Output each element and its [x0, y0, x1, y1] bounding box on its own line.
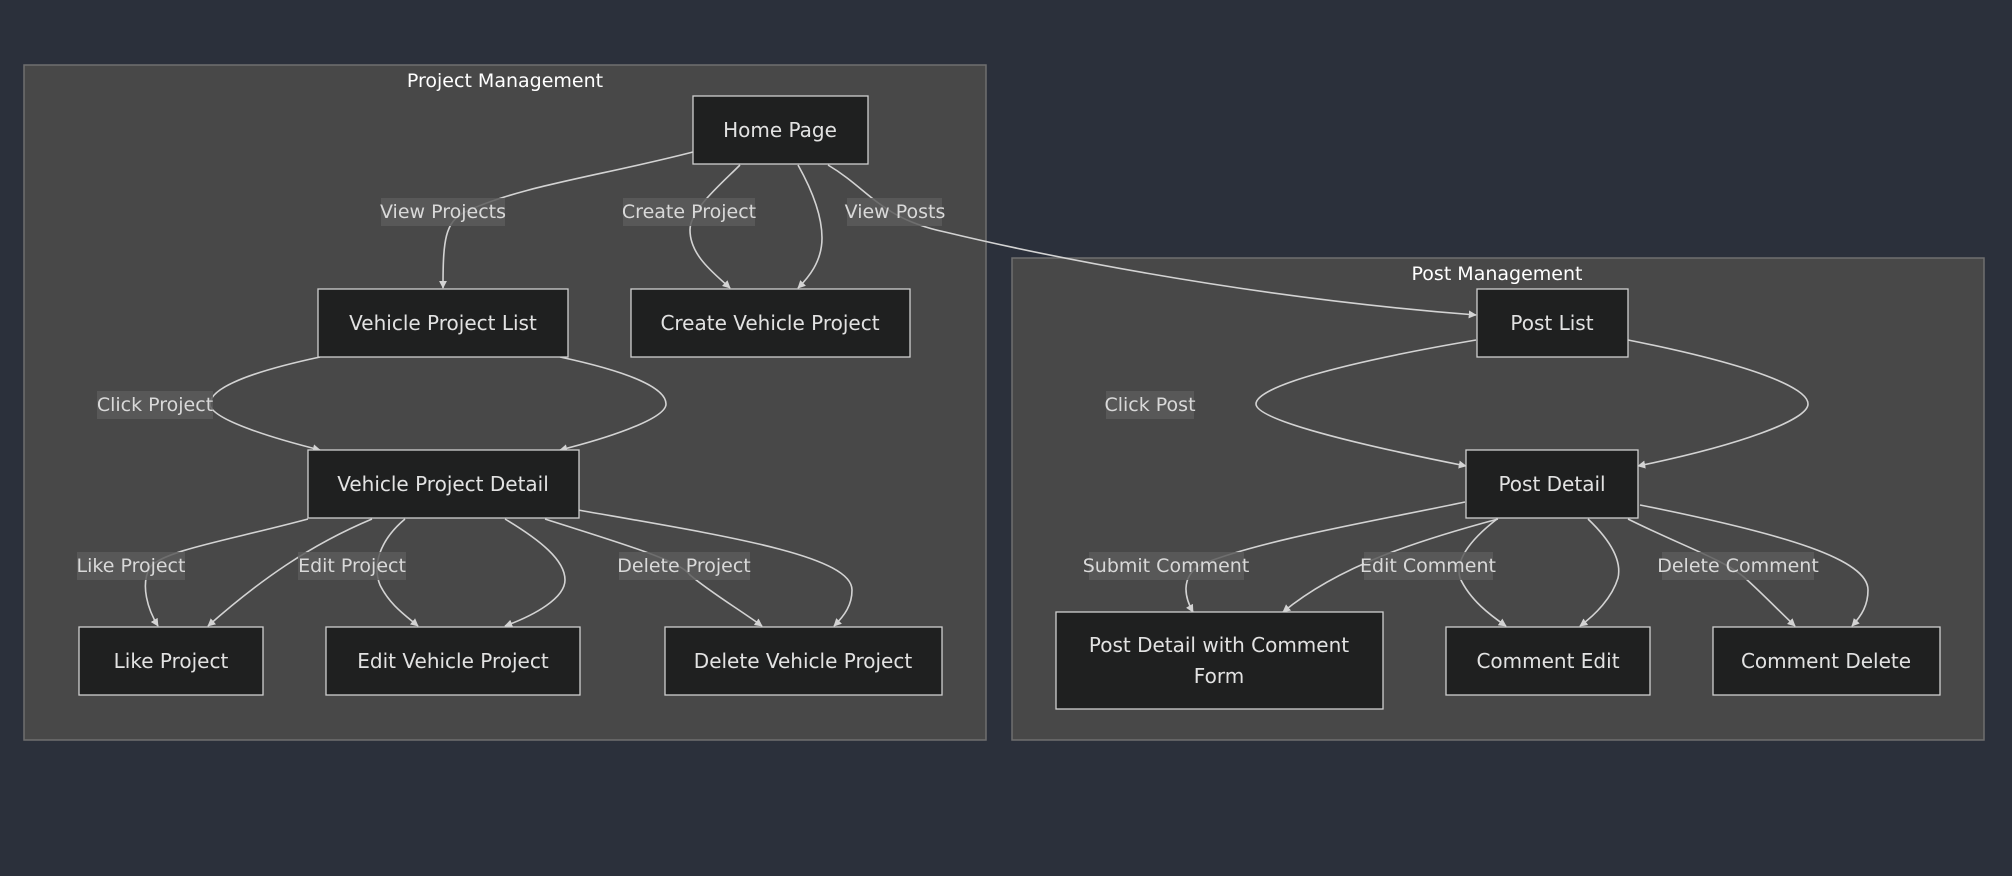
node-label-edit-vehicle-project: Edit Vehicle Project — [357, 649, 549, 673]
edge-label-create-project: Create Project — [622, 201, 756, 223]
edge-label-click-post: Click Post — [1104, 394, 1195, 416]
edge-click-post-left — [1255, 339, 1477, 469]
edge-edit-project — [376, 518, 419, 627]
node-label-delete-vehicle-project: Delete Vehicle Project — [694, 649, 913, 673]
edge-click-project-right — [559, 356, 667, 453]
node-like-project[interactable]: Like Project — [78, 626, 264, 696]
edge-label-view-posts: View Posts — [845, 201, 946, 223]
node-label-like-project: Like Project — [114, 649, 229, 673]
edge-label-delete-comment: Delete Comment — [1657, 555, 1819, 577]
node-comment-delete[interactable]: Comment Delete — [1712, 626, 1941, 696]
node-label-comment-delete: Comment Delete — [1741, 649, 1911, 673]
edge-detail-to-delete — [577, 509, 853, 627]
node-label-comment-edit: Comment Edit — [1476, 649, 1619, 673]
cluster-title-project: Project Management — [407, 70, 603, 92]
edge-detail-to-edit-comment — [1579, 518, 1620, 627]
node-comment-edit[interactable]: Comment Edit — [1445, 626, 1651, 696]
edge-detail-to-delete-comment — [1639, 504, 1869, 627]
edge-home-to-create — [797, 164, 823, 289]
node-label-home-page: Home Page — [723, 118, 837, 142]
edge-label-like-project: Like Project — [77, 555, 186, 577]
node-label-vehicle-project-detail: Vehicle Project Detail — [337, 472, 549, 496]
edge-label-delete-project: Delete Project — [617, 555, 750, 577]
edge-labels: View Projects Create Project View Posts … — [77, 198, 1819, 580]
edge-detail-to-like — [207, 518, 373, 627]
node-label-vehicle-project-list: Vehicle Project List — [349, 311, 537, 335]
node-label-post-detail-with-comment-line2: Form — [1194, 664, 1244, 688]
edge-create-project — [689, 164, 741, 289]
node-label-post-detail: Post Detail — [1498, 472, 1605, 496]
edge-click-post-right — [1627, 339, 1809, 469]
cluster-title-post: Post Management — [1412, 263, 1583, 285]
edge-label-edit-comment: Edit Comment — [1360, 555, 1496, 577]
node-create-vehicle-project[interactable]: Create Vehicle Project — [630, 288, 911, 358]
node-label-post-detail-with-comment-line1: Post Detail with Comment — [1089, 633, 1349, 657]
edge-label-submit-comment: Submit Comment — [1083, 555, 1250, 577]
node-home-page[interactable]: Home Page — [692, 95, 869, 165]
edge-submit-comment — [1185, 501, 1466, 613]
edge-label-click-project: Click Project — [97, 394, 213, 416]
node-post-detail-with-comment-form[interactable]: Post Detail with Comment Form — [1055, 611, 1384, 710]
edge-label-view-projects: View Projects — [380, 201, 506, 223]
node-vehicle-project-list[interactable]: Vehicle Project List — [317, 288, 569, 358]
node-post-detail[interactable]: Post Detail — [1465, 449, 1639, 519]
edge-label-edit-project: Edit Project — [298, 555, 406, 577]
node-post-list[interactable]: Post List — [1476, 288, 1629, 358]
node-edit-vehicle-project[interactable]: Edit Vehicle Project — [325, 626, 581, 696]
node-label-create-vehicle-project: Create Vehicle Project — [660, 311, 879, 335]
node-vehicle-project-detail[interactable]: Vehicle Project Detail — [307, 449, 580, 519]
edge-detail-to-edit — [504, 518, 566, 628]
nodes: Home Page Vehicle Project List Create Ve… — [78, 95, 1941, 710]
node-label-post-list: Post List — [1510, 311, 1593, 335]
node-delete-vehicle-project[interactable]: Delete Vehicle Project — [664, 626, 943, 696]
